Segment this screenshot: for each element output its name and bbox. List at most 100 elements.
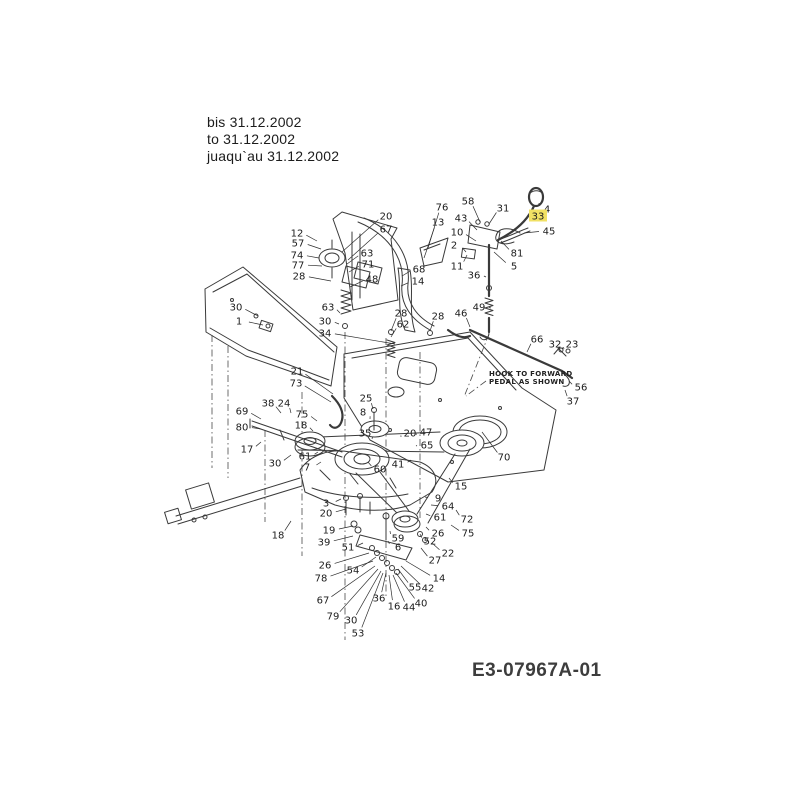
part-label-56: 56 — [575, 383, 588, 394]
part-label-79: 79 — [327, 612, 340, 623]
part-label-40: 40 — [415, 599, 428, 610]
axle-shaft — [164, 418, 343, 525]
part-label-63: 63 — [361, 249, 374, 260]
leader-line-75 — [450, 524, 460, 531]
part-label-31: 31 — [497, 204, 510, 215]
leader-line-6 — [387, 540, 390, 545]
leader-line-52 — [419, 533, 423, 538]
leader-line-35 — [371, 436, 373, 440]
leader-line-80 — [251, 427, 262, 430]
part-label-20: 20 — [380, 212, 393, 223]
leader-line-65 — [415, 445, 418, 447]
leader-line-61 — [425, 513, 431, 517]
part-label-19: 19 — [323, 526, 336, 537]
part-label-20: 20 — [404, 429, 417, 440]
leader-line-13 — [423, 227, 435, 259]
part-label-42: 42 — [422, 584, 435, 595]
part-label-2: 2 — [451, 241, 457, 252]
part-label-46: 46 — [455, 309, 468, 320]
part-label-12: 12 — [291, 229, 304, 240]
leader-line-30 — [334, 321, 340, 325]
date-line-en: to 31.12.2002 — [207, 131, 296, 147]
part-label-75: 75 — [462, 529, 475, 540]
leader-line-20 — [341, 219, 379, 253]
highlight-marker — [529, 209, 547, 222]
leader-line-3 — [335, 498, 342, 502]
part-label-26: 26 — [432, 529, 445, 540]
leader-line-22 — [431, 542, 440, 551]
assembly-note: HOOK TO FORWARD PEDAL AS SHOWN — [489, 370, 572, 386]
leader-line-51 — [357, 542, 364, 546]
speed-control-rod — [446, 328, 574, 387]
leader-line-5 — [493, 251, 507, 263]
part-label-17: 17 — [241, 445, 254, 456]
part-label-28: 28 — [293, 272, 306, 283]
part-label-51: 51 — [342, 543, 355, 554]
part-label-68: 68 — [413, 265, 426, 276]
part-number-callouts: 7613583143102114334581536492067125774772… — [230, 197, 588, 640]
part-label-21: 21 — [291, 367, 304, 378]
leader-line-19 — [338, 525, 354, 530]
part-label-10: 10 — [451, 228, 464, 239]
part-label-47: 47 — [420, 428, 433, 439]
part-label-64: 64 — [442, 502, 455, 513]
leader-line-78 — [330, 560, 374, 577]
frame-side-panel — [204, 266, 338, 387]
leader-line-37 — [564, 389, 568, 397]
part-label-15: 15 — [455, 482, 468, 493]
leader-line-15 — [448, 477, 453, 483]
leader-line-34 — [334, 333, 396, 345]
leader-line-81 — [500, 240, 510, 250]
leader-line-73 — [304, 385, 332, 403]
leader-line-18 — [284, 520, 292, 531]
part-label-3: 3 — [323, 499, 329, 510]
part-label-14: 14 — [412, 277, 425, 288]
part-label-7: 7 — [304, 463, 310, 474]
part-label-30: 30 — [269, 459, 282, 470]
part-label-27: 27 — [429, 556, 442, 567]
part-label-70: 70 — [498, 453, 511, 464]
leader-line-66 — [526, 343, 532, 353]
part-label-48: 48 — [366, 275, 379, 286]
leader-line-43 — [468, 221, 478, 231]
leader-line-30 — [355, 570, 382, 616]
part-label-24: 24 — [278, 399, 291, 410]
part-label-30: 30 — [230, 303, 243, 314]
leader-line-63 — [336, 309, 341, 314]
part-label-58: 58 — [462, 197, 475, 208]
leader-line-55 — [397, 568, 409, 583]
part-label-23: 23 — [566, 340, 579, 351]
leader-line-64 — [430, 504, 439, 506]
leader-line-42 — [400, 565, 421, 585]
part-label-66: 66 — [531, 335, 544, 346]
leader-line-67 — [347, 232, 379, 261]
leader-line-36 — [483, 275, 487, 278]
leader-line-30 — [283, 454, 292, 461]
leader-line-41 — [407, 459, 412, 463]
leader-line-21 — [305, 373, 334, 395]
part-label-1: 1 — [236, 317, 242, 328]
part-label-57: 57 — [292, 239, 305, 250]
leader-line-53 — [361, 572, 384, 628]
part-label-43: 43 — [455, 214, 468, 225]
leader-line-38 — [275, 406, 282, 414]
leader-line-75 — [310, 416, 318, 422]
leader-line-59 — [389, 530, 391, 535]
leader-line-17 — [255, 441, 262, 447]
part-label-73: 73 — [290, 379, 303, 390]
part-label-36: 36 — [468, 271, 481, 282]
part-label-41: 41 — [392, 460, 405, 471]
note-line-2: PEDAL AS SHOWN — [489, 378, 565, 386]
part-label-63: 63 — [322, 303, 335, 314]
leader-line-7 — [316, 461, 322, 466]
leader-line-16 — [388, 574, 393, 601]
leader-line-57 — [307, 244, 322, 250]
leader-line-26 — [425, 526, 430, 531]
leader-line-23 — [563, 347, 565, 350]
part-label-20: 20 — [320, 509, 333, 520]
drawing-number: E3-07967A-01 — [472, 660, 602, 681]
part-label-61: 61 — [299, 452, 312, 463]
validity-date-block: bis 31.12.2002 to 31.12.2002 juaqu`au 31… — [207, 114, 339, 165]
part-label-53: 53 — [352, 629, 365, 640]
